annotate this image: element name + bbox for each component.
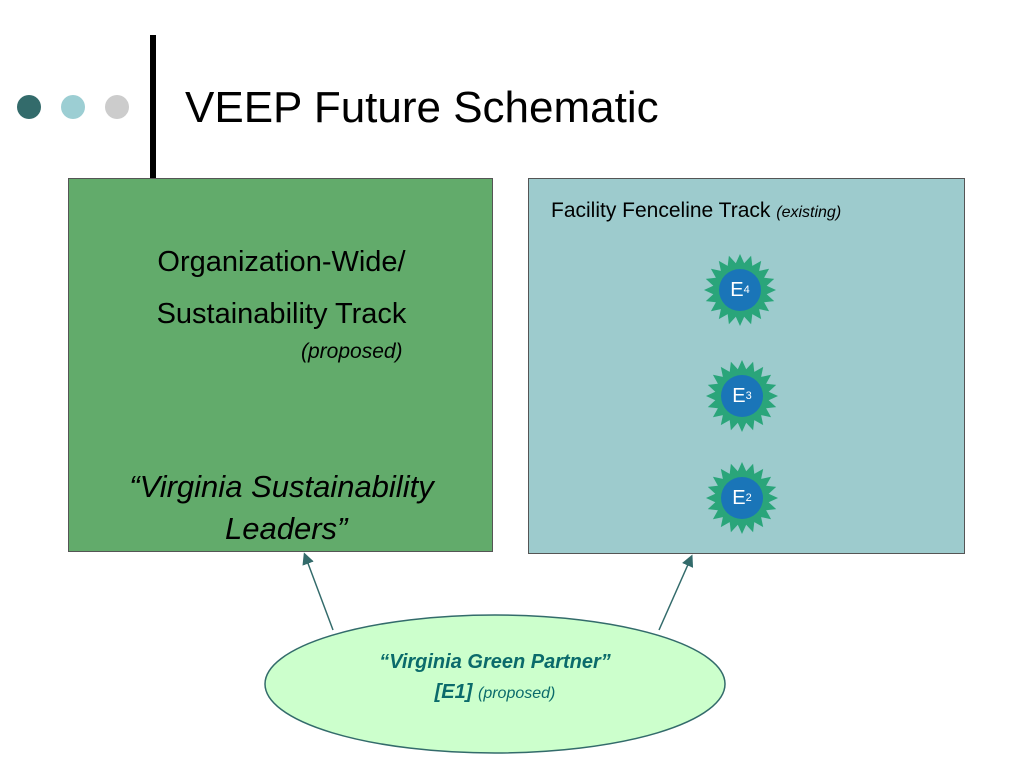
decorative-dot-light: [61, 95, 85, 119]
e2-badge-sup: 2: [745, 492, 752, 504]
facility-track-status: (existing): [776, 204, 842, 221]
e2-badge-label: E: [732, 486, 746, 509]
facility-track-title: Facility Fenceline Track (existing): [551, 199, 841, 223]
title-divider: [150, 35, 156, 180]
org-track-quote-line1: “Virginia Sustainability: [129, 469, 434, 504]
e4-badge-label: E: [730, 278, 744, 301]
e3-badge-sup: 3: [745, 390, 752, 402]
facility-track-title-text: Facility Fenceline Track: [551, 199, 771, 222]
org-track-quote-line2: Leaders”: [225, 511, 348, 546]
badge-circle: [721, 477, 763, 519]
arrow-to-facility-track: [658, 554, 694, 631]
e4-badge-sup: 4: [743, 284, 750, 296]
green-partner-oval: “Virginia Green Partner” [E1] (proposed): [263, 613, 727, 755]
green-partner-code: [E1]: [434, 681, 473, 703]
decorative-dot-dark: [17, 95, 41, 119]
slide-title: VEEP Future Schematic: [185, 83, 659, 132]
arrow-to-org-track: [302, 552, 334, 631]
decorative-dot-gray: [105, 95, 129, 119]
org-track-line1: Organization-Wide/: [157, 246, 406, 278]
green-partner-name: “Virginia Green Partner”: [379, 651, 611, 673]
org-wide-track-box: Organization-Wide/ Sustainability Track …: [68, 178, 493, 552]
e3-badge-label: E: [732, 384, 746, 407]
badge-circle: [719, 269, 761, 311]
green-partner-code-line: [E1] (proposed): [263, 681, 727, 704]
green-partner-status: (proposed): [477, 685, 556, 702]
org-track-line2: Sustainability Track: [156, 298, 407, 330]
badge-circle: [721, 375, 763, 417]
org-track-status: (proposed): [301, 340, 403, 363]
